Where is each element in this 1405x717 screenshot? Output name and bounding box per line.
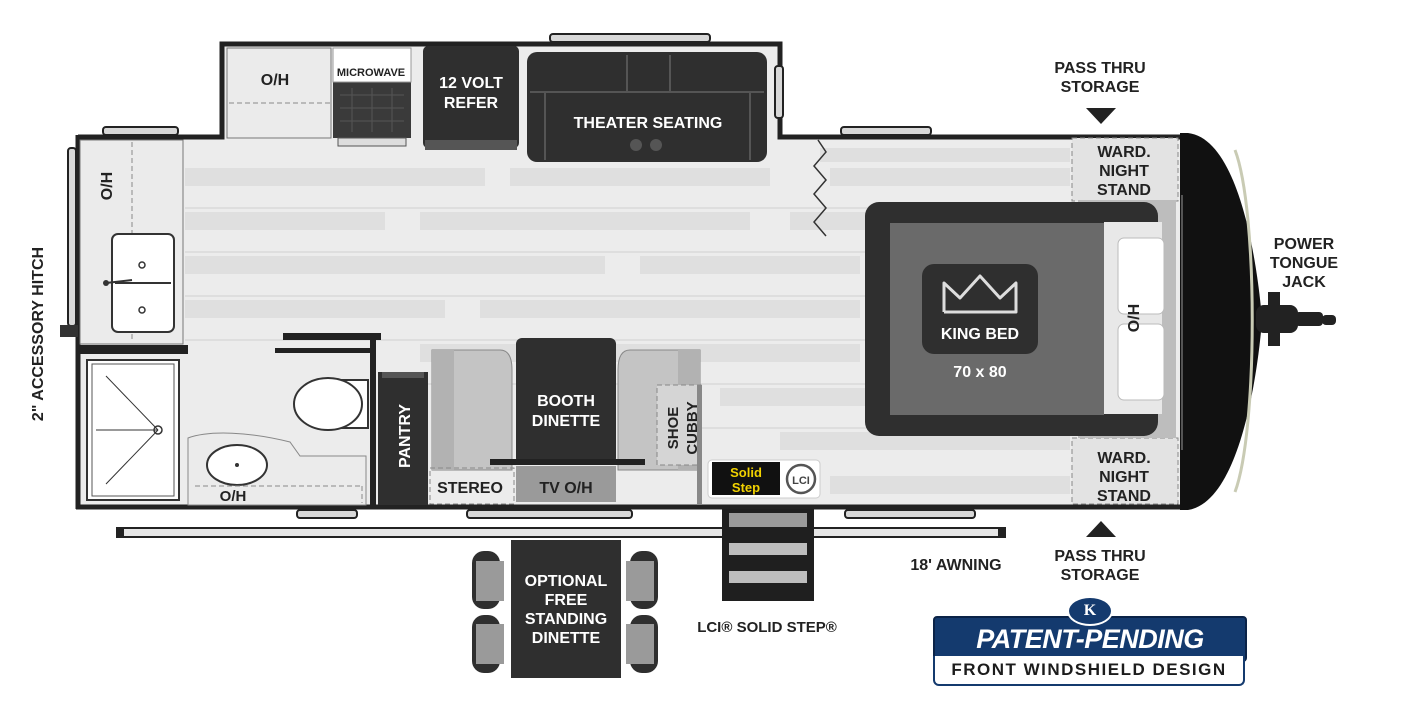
tongue-jack-icon	[1256, 292, 1336, 346]
bathroom	[86, 333, 381, 508]
slide-seal	[813, 139, 827, 237]
label-oh-bath: O/H	[220, 488, 247, 505]
theater-seating	[527, 52, 767, 162]
solid-step-logo-line1: Solid	[730, 465, 762, 480]
label-ward-top-line2: NIGHT	[1099, 163, 1149, 180]
booth-dinette	[429, 338, 702, 505]
label-pass-thru-top-line2: STORAGE	[1061, 79, 1140, 96]
crown-icon	[942, 274, 1018, 314]
label-booth-line1: BOOTH	[537, 393, 595, 410]
brand-logo-icon: K	[1067, 596, 1113, 626]
label-pass-thru-top-line1: PASS THRU	[1054, 60, 1145, 77]
refrigerator	[423, 46, 519, 148]
pass-thru-top-arrow-icon	[1086, 108, 1116, 124]
label-optional-line3: STANDING	[525, 611, 607, 628]
walls	[75, 41, 1182, 510]
label-tv-oh: TV O/H	[539, 480, 592, 497]
label-oh-bed: O/H	[1126, 304, 1143, 332]
label-oh-rear: O/H	[99, 172, 116, 200]
front-cap	[1180, 133, 1262, 510]
label-accessory-hitch: 2" ACCESSORY HITCH	[30, 247, 47, 421]
label-optional-line4: DINETTE	[532, 630, 601, 647]
label-booth-line2: DINETTE	[532, 413, 601, 430]
label-bed-size: 70 x 80	[953, 364, 1006, 381]
optional-dinette	[472, 540, 658, 678]
label-ward-top-line1: WARD.	[1097, 144, 1150, 161]
label-optional-line1: OPTIONAL	[525, 573, 608, 590]
label-king-bed: KING BED	[941, 326, 1019, 343]
hitch-icon	[60, 325, 78, 337]
label-microwave: MICROWAVE	[337, 67, 405, 79]
label-oh-kitchen: O/H	[261, 72, 289, 89]
label-pantry: PANTRY	[397, 404, 414, 468]
awning	[117, 527, 1005, 538]
badge-subtitle: FRONT WINDSHIELD DESIGN	[933, 656, 1245, 686]
label-optional-line2: FREE	[545, 592, 588, 609]
label-power-jack-line1: POWER	[1274, 236, 1335, 253]
rear-counter	[79, 139, 188, 354]
label-power-jack-line2: TONGUE	[1270, 255, 1338, 272]
label-refer-line1: 12 VOLT	[439, 75, 503, 92]
label-ward-bottom-line1: WARD.	[1097, 450, 1150, 467]
pass-thru-bottom-arrow-icon	[1086, 521, 1116, 537]
solid-step-logo: Solid Step LCI	[707, 459, 821, 499]
label-theater-seating: THEATER SEATING	[574, 115, 723, 132]
label-pass-thru-bottom-line2: STORAGE	[1061, 567, 1140, 584]
label-ward-bottom-line2: NIGHT	[1099, 469, 1149, 486]
label-power-jack-line3: JACK	[1282, 274, 1326, 291]
label-solid-step-caption: LCI® SOLID STEP®	[697, 619, 837, 636]
kitchen-slide	[226, 46, 767, 162]
label-pass-thru-bottom-line1: PASS THRU	[1054, 548, 1145, 565]
lci-logo-text: LCI	[792, 475, 810, 487]
entry-steps	[722, 509, 814, 601]
bedroom	[865, 137, 1179, 505]
solid-step-logo-line2: Step	[732, 480, 760, 495]
label-ward-top-line3: STAND	[1097, 182, 1151, 199]
label-stereo: STEREO	[437, 480, 503, 497]
dinette-table	[516, 338, 616, 464]
label-awning: 18' AWNING	[910, 557, 1001, 574]
label-refer-line2: REFER	[444, 95, 499, 112]
label-ward-bottom-line3: STAND	[1097, 488, 1151, 505]
label-shoe-line2: CUBBY	[684, 401, 701, 454]
pantry	[378, 372, 428, 505]
windows	[67, 33, 976, 519]
label-shoe-line1: SHOE	[665, 407, 682, 450]
